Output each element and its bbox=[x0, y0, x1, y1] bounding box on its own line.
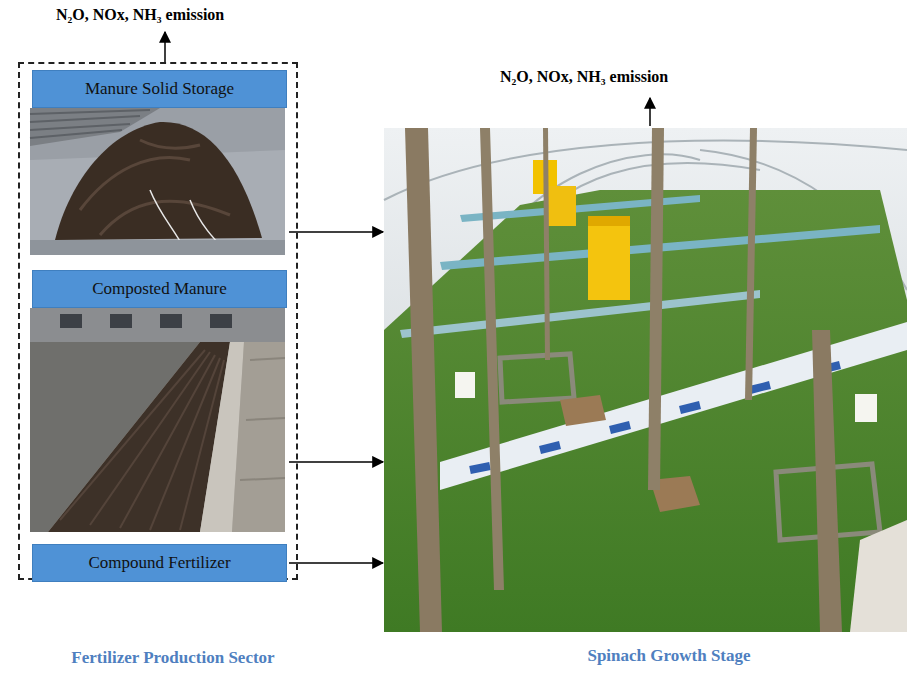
compost-trough-photo bbox=[30, 308, 285, 532]
stage-heading: Spinach Growth Stage bbox=[544, 646, 794, 666]
header-label: Composted Manure bbox=[32, 270, 287, 308]
stage-heading: Fertilizer Production Sector bbox=[48, 648, 298, 668]
group-box: Fertilizer Production SectorManure Solid… bbox=[18, 62, 298, 580]
emission-label: N₂O, NOx, NH₃ emission bbox=[56, 6, 224, 24]
photo-panel: Composted Manure bbox=[32, 270, 287, 534]
manure-pile-photo bbox=[30, 108, 285, 255]
header-label: Compound Fertilizer bbox=[32, 544, 287, 582]
flow-arrow bbox=[289, 562, 383, 564]
fertilizer-box: Compound Fertilizer bbox=[32, 544, 287, 582]
flow-arrow bbox=[289, 461, 383, 463]
greenhouse-photo bbox=[384, 128, 907, 632]
emission-arrow bbox=[164, 32, 166, 62]
flow-arrow bbox=[289, 231, 383, 233]
photo-panel: Manure Solid Storage bbox=[32, 70, 287, 257]
emission-arrow bbox=[649, 98, 651, 126]
photo-panel: Spinach Growth Stage bbox=[384, 128, 907, 632]
emission-label: N₂O, NOx, NH₃ emission bbox=[500, 68, 668, 86]
header-label: Manure Solid Storage bbox=[32, 70, 287, 108]
